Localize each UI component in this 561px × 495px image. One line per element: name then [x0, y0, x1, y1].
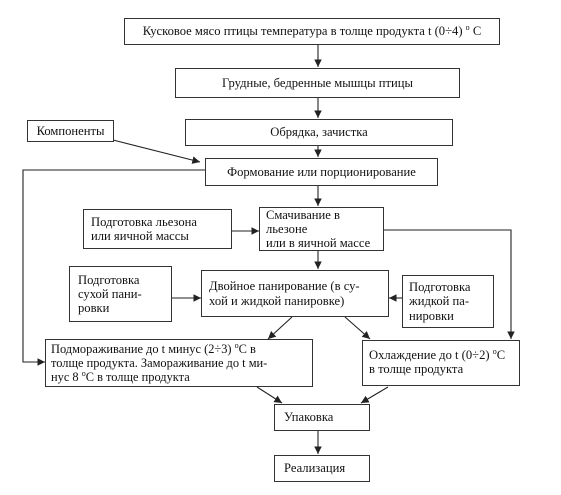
- arrow-double-to-freezing: [267, 316, 293, 340]
- node-sale: Реализация: [274, 455, 370, 482]
- node-batter-prep: Подготовка льезона или яичной массы: [83, 209, 232, 249]
- node-forming-text: Формование или порционирование: [227, 164, 416, 179]
- node-cooling-line-2: в толще продукта: [369, 362, 464, 377]
- node-double-breading-text: Двойное панирование (в су- хой и жидкой …: [209, 279, 360, 308]
- node-dry-breading-prep: Подготовка сухой пани- ровки: [69, 266, 172, 322]
- node-packing-text: Упаковка: [284, 410, 334, 425]
- arrow-freezing-to-packing: [256, 386, 283, 404]
- node-packing: Упаковка: [274, 404, 370, 431]
- node-liquid-breading-prep-text: Подготовка жидкой па- нировки: [409, 280, 471, 323]
- node-freezing: Подмораживание до t минус (2÷3) оС в тол…: [45, 339, 313, 387]
- node-wetting-text: Смачивание в льезоне или в яичной массе: [266, 207, 371, 251]
- node-raw-meat: Кусковое мясо птицы температура в толще …: [124, 18, 500, 45]
- node-freezing-line-3: нус 8 оС в толще продукта: [51, 368, 190, 384]
- node-trimming-text: Обрядка, зачистка: [270, 125, 368, 140]
- node-liquid-breading-prep: Подготовка жидкой па- нировки: [402, 275, 494, 328]
- node-freezing-line-1: Подмораживание до t минус (2÷3) оС в: [51, 341, 256, 356]
- arrow-wetting-to-cooling: [384, 229, 515, 339]
- node-cooling: Охлаждение до t (0÷2) оС в толще продукт…: [362, 340, 520, 386]
- node-raw-meat-text: Кусковое мясо птицы температура в толще …: [142, 23, 482, 39]
- arrow-forming-to-freezing: [22, 169, 205, 366]
- node-wetting: Смачивание в льезоне или в яичной массе: [259, 207, 384, 251]
- node-breast-thigh-muscles-text: Грудные, бедренные мышцы птицы: [222, 75, 413, 90]
- node-breast-thigh-muscles: Грудные, бедренные мышцы птицы: [175, 68, 460, 98]
- node-sale-text: Реализация: [284, 461, 346, 476]
- arrow-cooling-to-packing: [360, 386, 389, 404]
- node-forming: Формование или порционирование: [205, 158, 438, 186]
- node-cooling-line-1: Охлаждение до t (0÷2) оС: [369, 347, 506, 363]
- node-double-breading: Двойное панирование (в су- хой и жидкой …: [201, 270, 389, 317]
- node-dry-breading-prep-text: Подготовка сухой пани- ровки: [78, 272, 142, 316]
- arrow-components-to-forming: [112, 139, 201, 164]
- node-freezing-line-2: толще продукта. Замораживание до t ми-: [51, 355, 268, 370]
- node-components: Компоненты: [27, 120, 114, 142]
- node-batter-prep-text: Подготовка льезона или яичной массы: [91, 214, 197, 243]
- arrow-double-to-cooling: [344, 316, 371, 340]
- node-trimming: Обрядка, зачистка: [185, 119, 453, 146]
- node-components-text: Компоненты: [36, 123, 105, 138]
